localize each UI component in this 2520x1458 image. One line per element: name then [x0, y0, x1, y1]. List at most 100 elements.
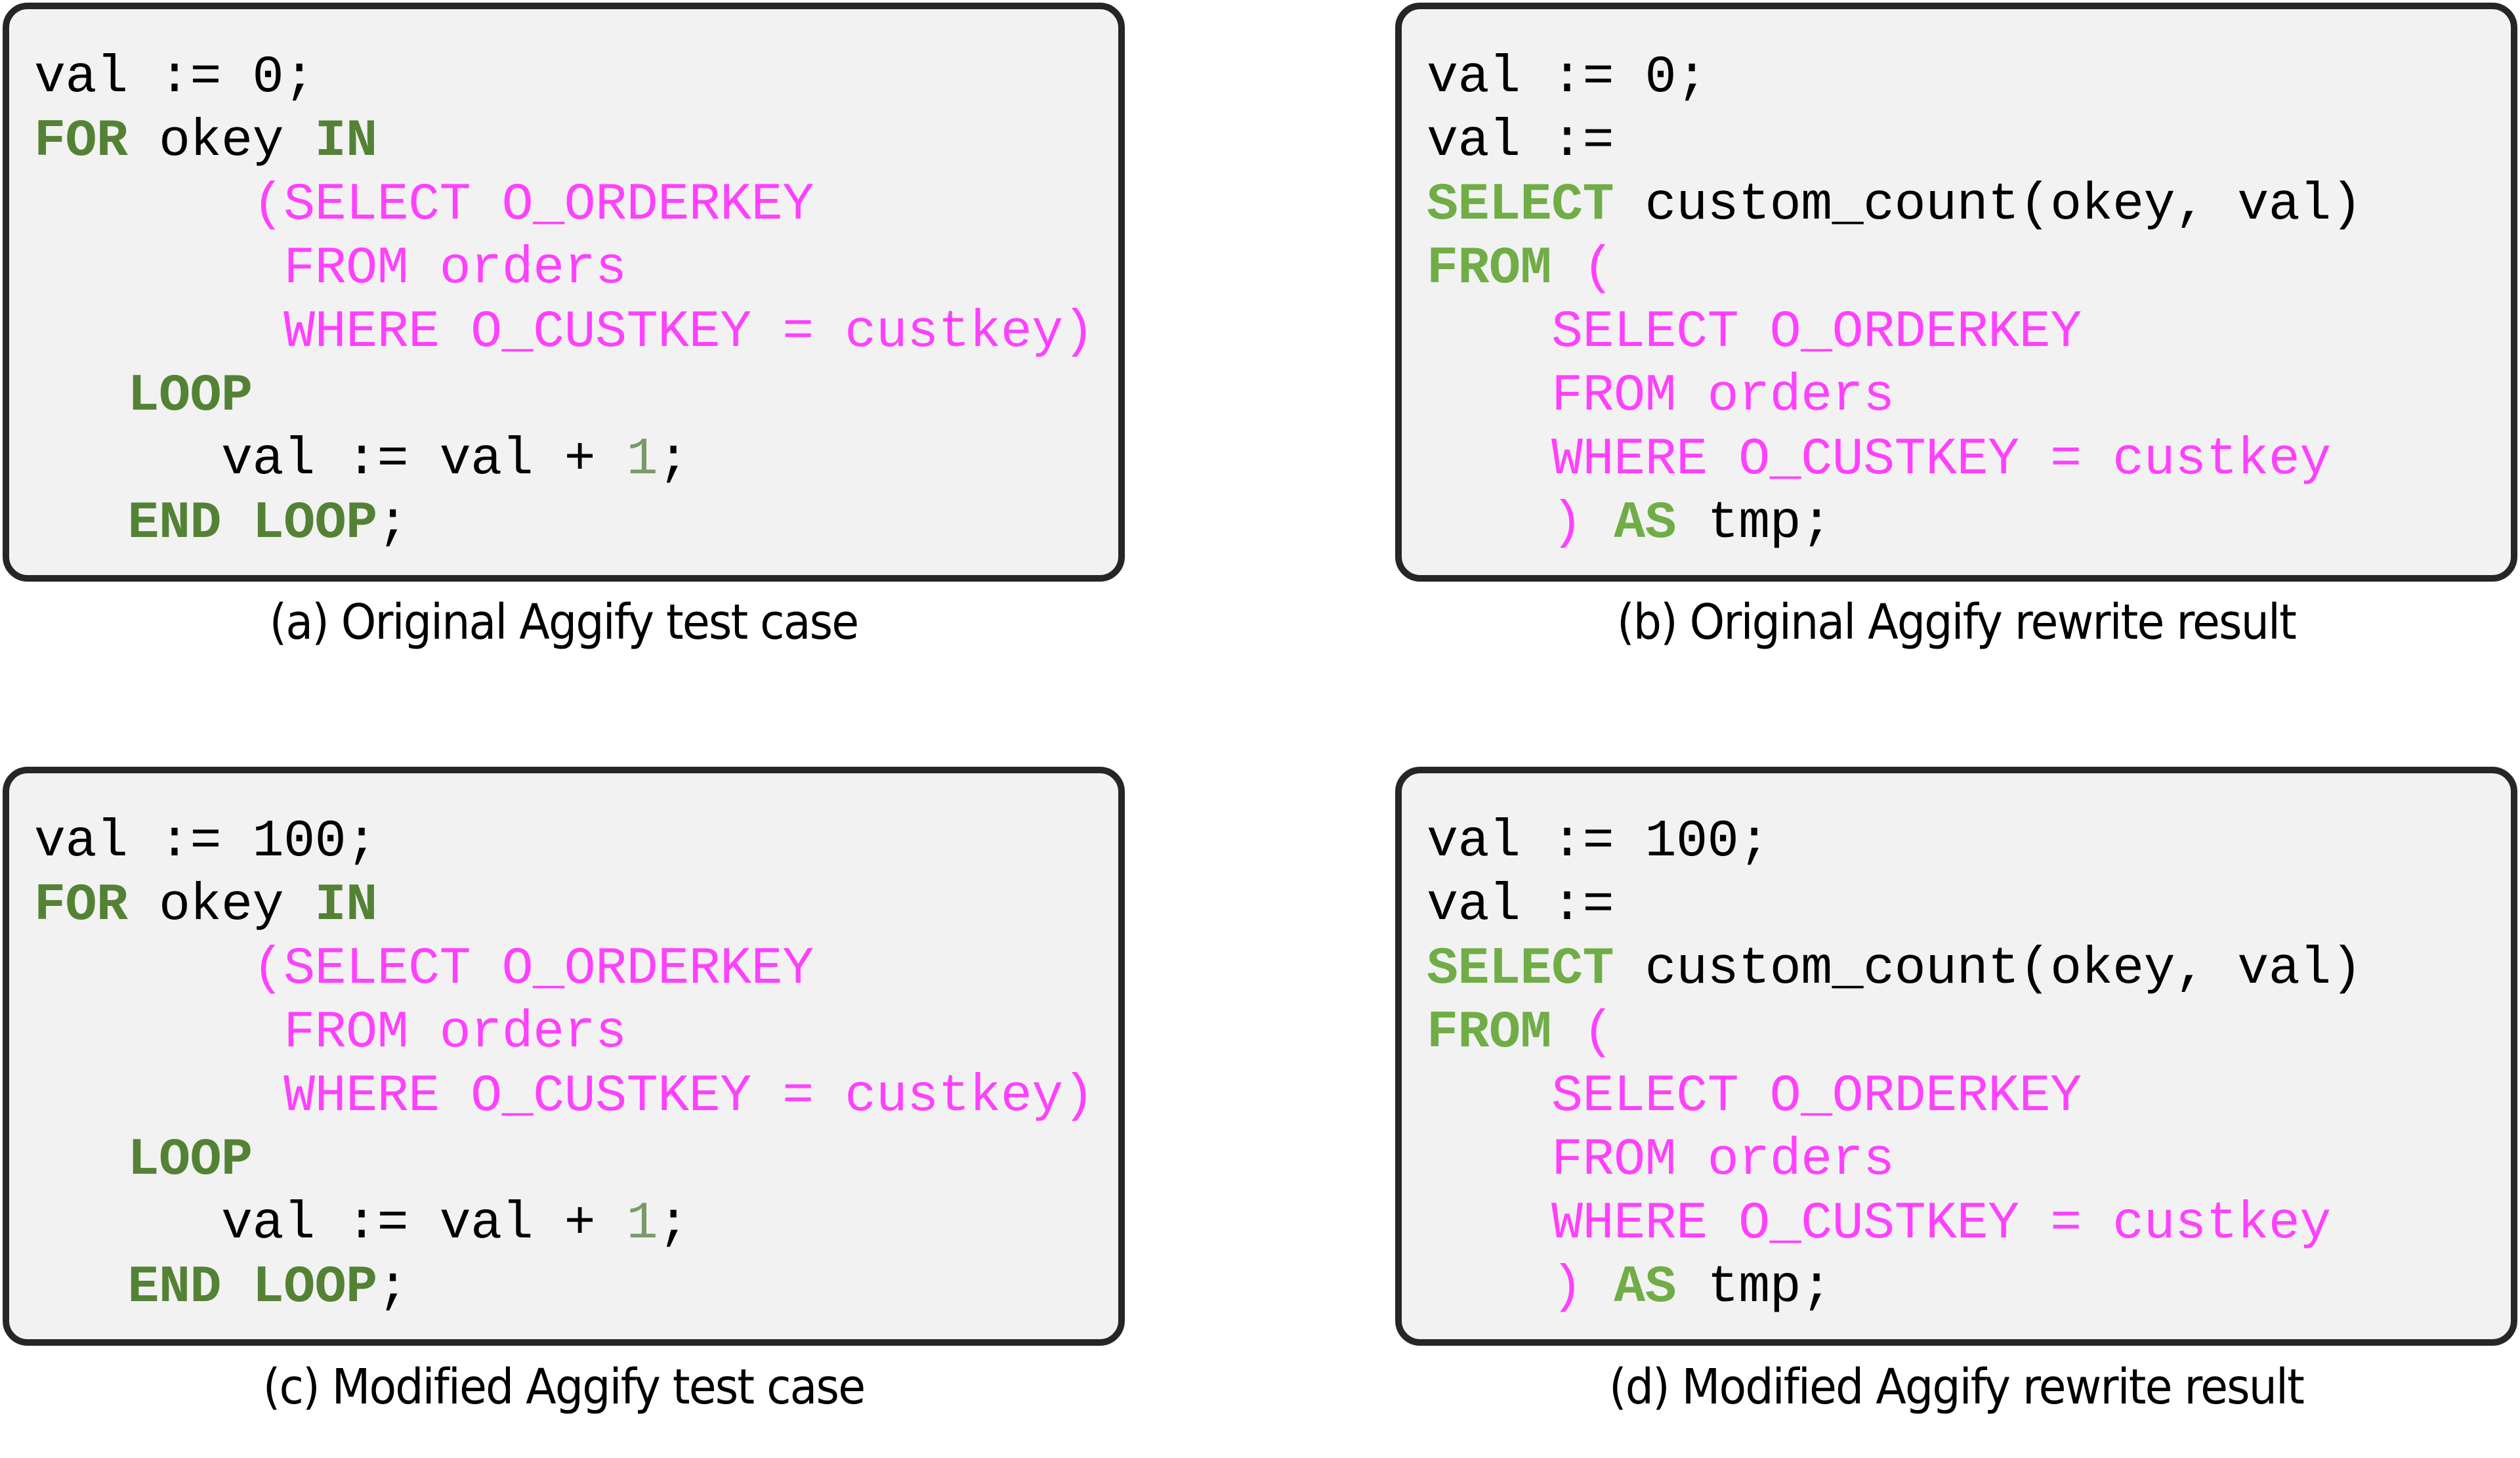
sql-text: ): [1427, 1258, 1583, 1318]
sql-text: SELECT O_ORDERKEY: [1427, 303, 2082, 362]
code-text: [34, 1258, 128, 1318]
code-line: FROM orders: [34, 237, 1094, 301]
code-line: WHERE O_CUSTKEY = custkey): [34, 1065, 1095, 1128]
code-text: [34, 366, 128, 426]
code-line: FROM orders: [1427, 1128, 2362, 1192]
code-text: val := val +: [34, 1194, 627, 1254]
sql-text: (: [1551, 239, 1614, 299]
code-line: (SELECT O_ORDERKEY: [34, 173, 1094, 237]
caption-d: (d) Modified Aggify rewrite result: [1609, 1359, 2305, 1415]
sql-text: WHERE O_CUSTKEY = custkey): [34, 303, 1095, 362]
code-line: LOOP: [34, 1128, 1094, 1192]
code-line: WHERE O_CUSTKEY = custkey: [1427, 1192, 2362, 1256]
code-text: custom_count(okey, val): [1614, 175, 2362, 235]
code-text: val := 100;: [34, 812, 377, 872]
code-line: ) AS tmp;: [1427, 1256, 2362, 1319]
code-text: val := 0;: [1427, 48, 1708, 108]
caption-c: (c) Modified Aggify test case: [262, 1359, 866, 1415]
code-text: ;: [658, 1194, 689, 1254]
caption-a: (a) Original Aggify test case: [269, 594, 860, 651]
code-text: val :=: [1427, 112, 1614, 171]
keyword: FOR: [34, 876, 128, 935]
code-text: ;: [377, 494, 409, 553]
sql-text: WHERE O_CUSTKEY = custkey: [1427, 430, 2331, 490]
code-line: LOOP: [34, 364, 1094, 428]
code-line: FOR okey IN: [34, 110, 1094, 173]
sql-text: (SELECT O_ORDERKEY: [34, 175, 814, 235]
code-line: val := 0;: [34, 46, 1094, 110]
code-line: val :=: [1427, 110, 2362, 173]
keyword: END LOOP: [127, 1258, 378, 1318]
code-text: [1583, 1258, 1614, 1318]
number-literal: 1: [626, 430, 658, 490]
sql-text: (SELECT O_ORDERKEY: [34, 939, 814, 999]
keyword: FROM: [1427, 1003, 1552, 1063]
code-line: FOR okey IN: [34, 874, 1094, 937]
code-line: WHERE O_CUSTKEY = custkey: [1427, 428, 2362, 492]
code-block-a: val := 0;FOR okey IN (SELECT O_ORDERKEY …: [34, 46, 1095, 555]
code-line: SELECT custom_count(okey, val): [1427, 173, 2362, 237]
code-text: ;: [377, 1258, 409, 1318]
code-text: val := 100;: [1427, 812, 1770, 872]
code-text: [34, 494, 128, 553]
code-line: (SELECT O_ORDERKEY: [34, 937, 1094, 1001]
code-panel-d: val := 100;val :=SELECT custom_count(oke…: [1395, 767, 2517, 1346]
sql-text: ): [1427, 494, 1583, 553]
code-line: SELECT custom_count(okey, val): [1427, 937, 2362, 1001]
keyword: SELECT: [1427, 939, 1614, 999]
code-block-b: val := 0;val :=SELECT custom_count(okey,…: [1427, 46, 2362, 555]
code-line: END LOOP;: [34, 492, 1094, 555]
code-panel-c: val := 100;FOR okey IN (SELECT O_ORDERKE…: [3, 767, 1125, 1346]
sql-text: WHERE O_CUSTKEY = custkey): [34, 1067, 1095, 1126]
keyword: AS: [1614, 1258, 1677, 1318]
caption-b: (b) Original Aggify rewrite result: [1617, 594, 2297, 651]
sql-text: (: [1551, 1003, 1614, 1063]
code-line: WHERE O_CUSTKEY = custkey): [34, 301, 1095, 364]
keyword: FROM: [1427, 239, 1552, 299]
code-line: FROM orders: [1427, 364, 2362, 428]
code-line: val := val + 1;: [34, 428, 1094, 492]
code-line: FROM (: [1427, 237, 2362, 301]
code-line: val := 100;: [1427, 810, 2362, 874]
code-line: val := 0;: [1427, 46, 2362, 110]
code-line: val := 100;: [34, 810, 1094, 874]
keyword: FOR: [34, 112, 128, 171]
keyword: LOOP: [127, 1130, 253, 1190]
keyword: IN: [314, 876, 378, 935]
code-line: FROM (: [1427, 1001, 2362, 1065]
keyword: IN: [314, 112, 378, 171]
code-text: okey: [127, 112, 315, 171]
code-line: val :=: [1427, 874, 2362, 937]
code-text: val := val +: [34, 430, 627, 490]
code-block-c: val := 100;FOR okey IN (SELECT O_ORDERKE…: [34, 810, 1095, 1319]
code-line: END LOOP;: [34, 1256, 1094, 1319]
code-text: okey: [127, 876, 315, 935]
code-text: custom_count(okey, val): [1614, 939, 2362, 999]
code-line: ) AS tmp;: [1427, 492, 2362, 555]
sql-text: FROM orders: [34, 1003, 627, 1063]
code-text: tmp;: [1676, 494, 1833, 553]
code-text: tmp;: [1676, 1258, 1833, 1318]
number-literal: 1: [626, 1194, 658, 1254]
code-panel-b: val := 0;val :=SELECT custom_count(okey,…: [1395, 3, 2517, 582]
sql-text: WHERE O_CUSTKEY = custkey: [1427, 1194, 2331, 1254]
keyword: AS: [1614, 494, 1677, 553]
sql-text: FROM orders: [1427, 366, 1895, 426]
code-line: FROM orders: [34, 1001, 1094, 1065]
code-block-d: val := 100;val :=SELECT custom_count(oke…: [1427, 810, 2362, 1319]
sql-text: FROM orders: [34, 239, 627, 299]
code-text: val := 0;: [34, 48, 315, 108]
code-line: SELECT O_ORDERKEY: [1427, 301, 2362, 364]
code-text: ;: [658, 430, 689, 490]
sql-text: FROM orders: [1427, 1130, 1895, 1190]
code-line: val := val + 1;: [34, 1192, 1094, 1256]
code-text: [34, 1130, 128, 1190]
keyword: END LOOP: [127, 494, 378, 553]
code-line: SELECT O_ORDERKEY: [1427, 1065, 2362, 1128]
code-text: val :=: [1427, 876, 1614, 935]
code-panel-a: val := 0;FOR okey IN (SELECT O_ORDERKEY …: [3, 3, 1125, 582]
keyword: LOOP: [127, 366, 253, 426]
keyword: SELECT: [1427, 175, 1614, 235]
sql-text: SELECT O_ORDERKEY: [1427, 1067, 2082, 1126]
code-text: [1583, 494, 1614, 553]
